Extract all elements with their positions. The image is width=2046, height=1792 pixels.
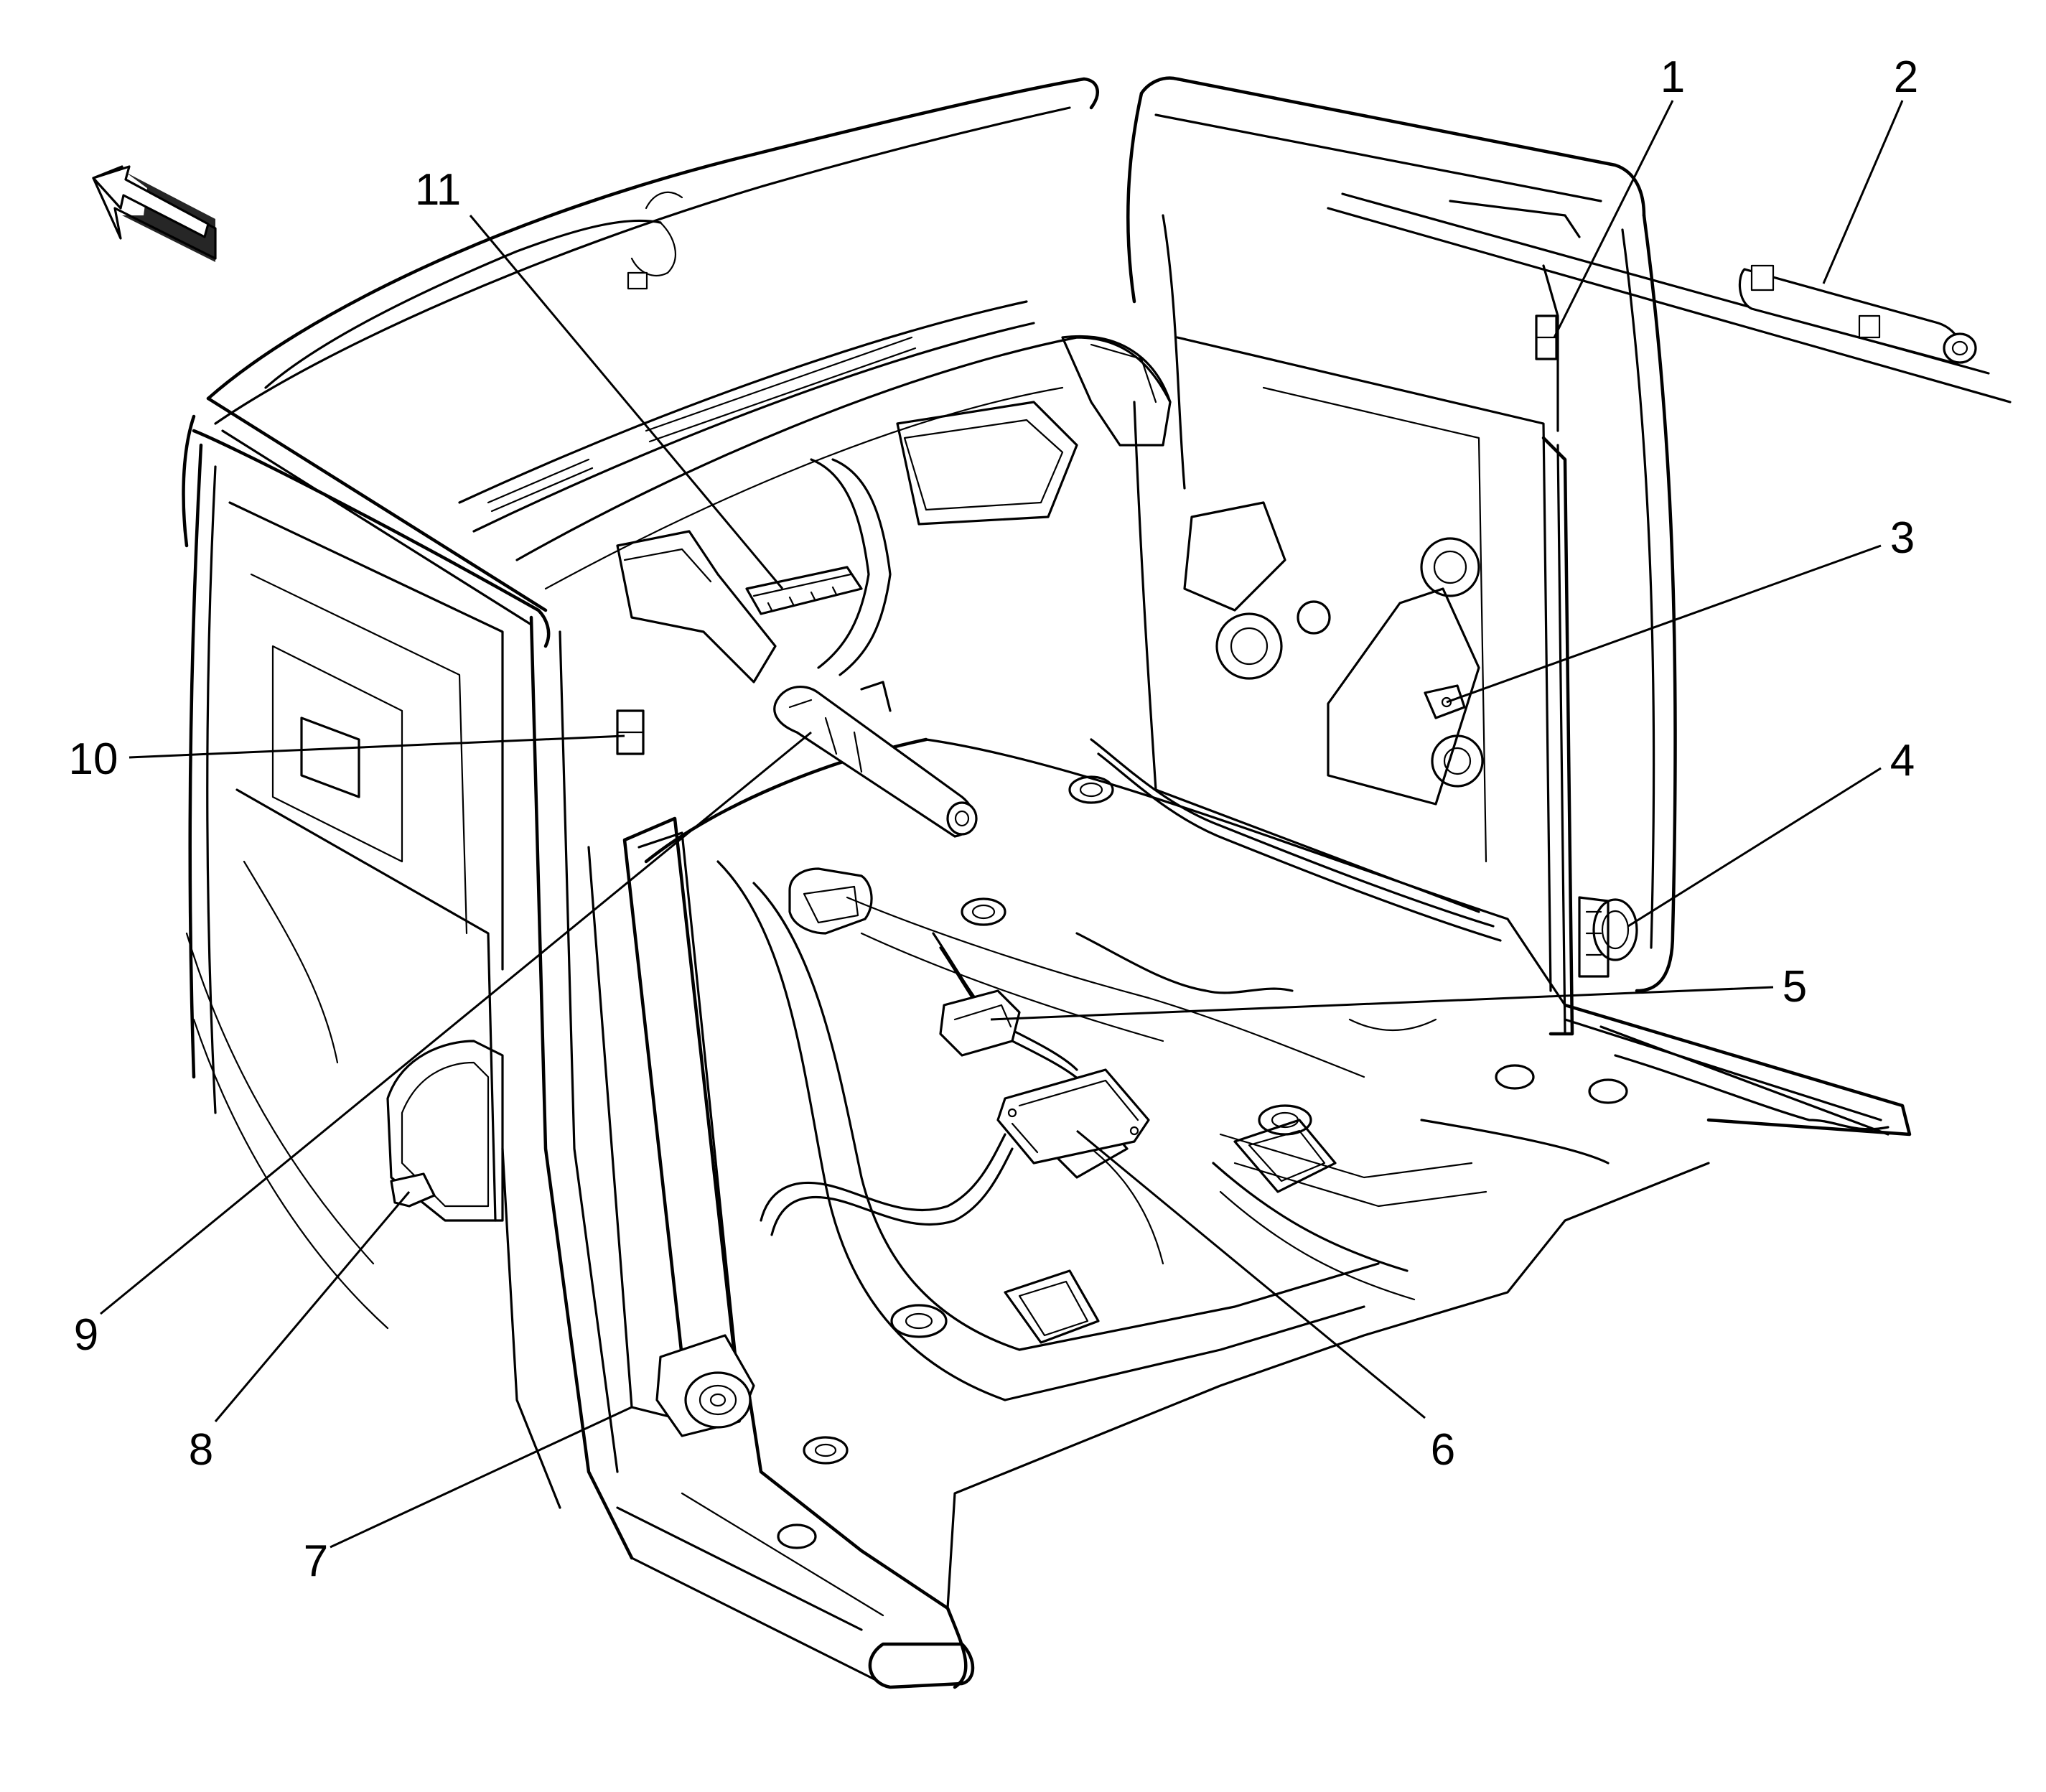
component-7-left-seat-belt-pretensioner: [655, 1334, 755, 1437]
callout-6: 6: [1431, 1425, 1455, 1475]
component-6-sensing-diagnostic-module: [996, 1068, 1150, 1165]
front-direction-arrow-icon: [92, 165, 217, 262]
component-2-right-roof-rail-airbag: [1327, 192, 2012, 403]
callout-10: 10: [69, 734, 118, 784]
component-8-left-side-impact-sensor: [390, 1172, 436, 1208]
vehicle-body-linework: [182, 76, 1912, 1689]
callout-11: 11: [415, 165, 461, 215]
component-4-right-seat-belt-pretensioner: [1578, 896, 1638, 978]
callout-4: 4: [1890, 736, 1915, 785]
callout-9: 9: [74, 1310, 98, 1360]
callout-5: 5: [1783, 962, 1807, 1012]
callout-1: 1: [1660, 52, 1685, 102]
component-11-ip-center-connector: [745, 566, 863, 615]
callout-3: 3: [1890, 513, 1915, 563]
component-9-instrument-panel-airbag: [773, 681, 978, 838]
callout-8: 8: [189, 1425, 213, 1475]
component-1-right-roof-rail-airbag-connector: [1535, 314, 1558, 360]
component-10-left-ip-connector: [616, 709, 645, 755]
callout-7: 7: [304, 1536, 328, 1586]
callout-2: 2: [1894, 52, 1918, 102]
leader-lines: [100, 100, 1904, 1549]
component-5-sensing-module-connector: [939, 989, 1021, 1057]
component-3-right-side-impact-sensor: [1424, 684, 1466, 719]
callout-labels: 1 2 3 4 5 6 7 8 9 10 11: [69, 52, 1919, 1586]
